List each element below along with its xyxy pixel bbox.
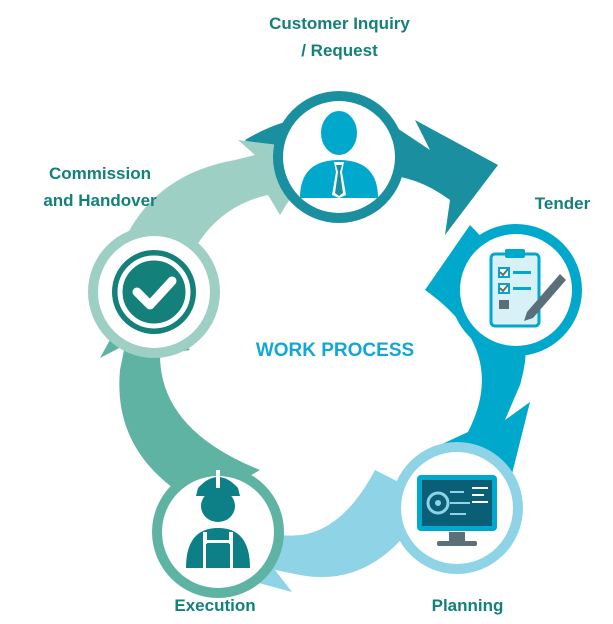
step-label-planning: Planning <box>410 592 525 619</box>
checkmark-circle-icon <box>112 250 196 334</box>
step-node-tender <box>450 224 582 356</box>
step-node-execution <box>152 466 284 598</box>
step-label-execution-line-1: Execution <box>174 596 256 615</box>
step-label-inquiry-line-1: Customer Inquiry <box>269 14 410 33</box>
step-label-planning-line-1: Planning <box>431 596 504 615</box>
step-node-planning <box>391 442 523 574</box>
computer-monitor-icon <box>417 475 497 546</box>
step-label-inquiry-line-2: / Request <box>301 41 378 60</box>
step-label-commission: Commission and Handover <box>20 160 180 214</box>
clipboard-checklist-icon <box>489 249 566 328</box>
businessman-icon <box>300 111 378 198</box>
step-label-commission-line-2: and Handover <box>43 191 157 210</box>
construction-worker-icon <box>186 470 250 568</box>
step-label-execution: Execution <box>155 592 275 619</box>
diagram-title: WORK PROCESS <box>255 340 415 361</box>
step-label-tender-line-1: Tender <box>534 194 591 213</box>
step-label-commission-line-1: Commission <box>48 164 152 183</box>
step-label-tender: Tender <box>520 190 605 217</box>
step-node-inquiry <box>273 91 405 223</box>
step-node-commission <box>88 226 220 358</box>
step-label-inquiry: Customer Inquiry / Request <box>232 10 447 64</box>
